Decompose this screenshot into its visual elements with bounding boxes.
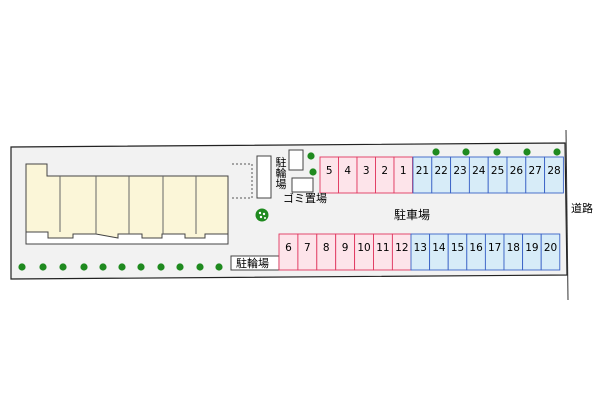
parking-slot-number: 26	[510, 165, 524, 177]
parking-slot-number: 14	[432, 242, 446, 254]
parking-slot-number: 4	[344, 165, 351, 177]
parking-slot-number: 21	[416, 165, 429, 177]
bicycle-parking-right-label: 駐輪場	[275, 156, 287, 191]
tree-icon	[118, 263, 126, 271]
parking-slot-number: 27	[529, 165, 542, 177]
tree-icon	[137, 263, 145, 271]
parking-slot-number: 13	[414, 242, 427, 254]
parking-slot-number: 24	[472, 165, 486, 177]
garbage-label: ゴミ置場	[283, 192, 327, 205]
tree-icon	[18, 263, 26, 271]
tree-icon	[80, 263, 88, 271]
tree-icon	[523, 148, 531, 156]
tree-icon	[462, 148, 470, 156]
tree-icon	[215, 263, 223, 271]
garbage-box-bottom	[291, 177, 314, 193]
parking-slot-number: 8	[323, 242, 330, 254]
tree-icon	[196, 263, 204, 271]
parking-slot-number: 10	[357, 242, 370, 254]
tree-icon	[59, 263, 67, 271]
tree-icon	[99, 263, 107, 271]
tree-icon	[307, 152, 315, 160]
parking-slot-number: 1	[400, 165, 407, 177]
road-edge	[565, 129, 569, 301]
parking-slot-number: 19	[525, 242, 538, 254]
parking-slot	[544, 156, 564, 194]
parking-slot-number: 15	[451, 242, 464, 254]
garbage-box-top	[288, 149, 304, 171]
dashed-outline	[232, 163, 253, 199]
parking-slot-number: 25	[491, 165, 504, 177]
parking-slot-number: 2	[381, 165, 388, 177]
parking-slot-number: 6	[285, 242, 292, 254]
flower-bush-icon	[255, 208, 269, 222]
parking-slot-number: 3	[363, 165, 370, 177]
parking-slot-number: 28	[547, 165, 560, 177]
tree-icon	[176, 263, 184, 271]
parking-slot-number: 17	[488, 242, 501, 254]
parking-slot-number: 12	[395, 242, 408, 254]
parking-slot	[393, 156, 413, 194]
bicycle-parking-box	[256, 155, 272, 199]
tree-icon	[432, 148, 440, 156]
parking-slot-number: 23	[453, 165, 466, 177]
tree-icon	[157, 263, 165, 271]
tree-icon	[493, 148, 501, 156]
apartment-building	[25, 163, 253, 245]
parking-label: 駐車場	[394, 208, 431, 222]
parking-slot-number: 18	[507, 242, 520, 254]
road-label: 道路	[571, 202, 593, 215]
parking-slot-number: 22	[435, 165, 448, 177]
parking-slot-number: 20	[544, 242, 557, 254]
parking-slot-number: 7	[304, 242, 311, 254]
parking-slot-number: 5	[326, 165, 333, 177]
building-units	[25, 163, 229, 239]
tree-icon	[309, 168, 317, 176]
parking-slot-number: 11	[376, 242, 389, 254]
tree-group	[18, 148, 561, 271]
bicycle-parking-bottom-label: 駐輪場	[236, 257, 269, 270]
parking-slot-number: 9	[342, 242, 349, 254]
tree-icon	[553, 148, 561, 156]
parking-slot	[540, 233, 561, 271]
tree-icon	[39, 263, 47, 271]
parking-slot-number: 16	[469, 242, 483, 254]
